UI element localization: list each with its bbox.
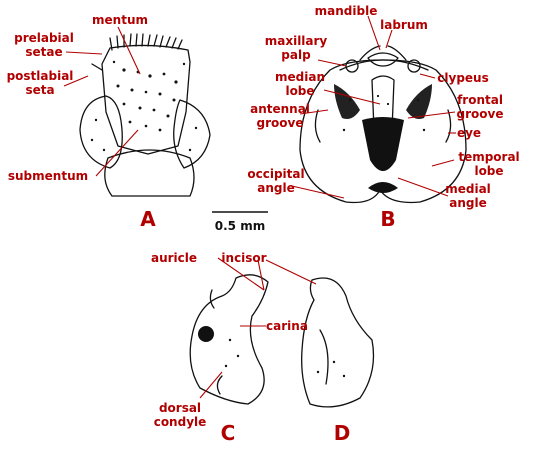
panel-letter-b: B [380,207,395,231]
label-medial-angle-line2: angle [449,196,486,210]
scale-bar-label: 0.5 mm [215,219,265,233]
label-prelabial-setae-line2: setae [25,45,62,59]
drawing-head-capsule [299,45,467,204]
label-labrum: labrum [380,18,428,32]
label-eye: eye [457,126,481,140]
label-incisor: incisor [221,251,266,265]
label-postlabial-seta-line2: seta [25,83,54,97]
label-maxillary-palp-line2: palp [281,48,311,62]
label-frontal-groove-line2: groove [457,107,504,121]
leader-lines [63,15,456,399]
panel-letter-a: A [140,207,156,231]
label-maxillary-palp-line1: maxillary [265,34,328,48]
label-occipital-angle-line2: angle [257,181,294,195]
label-auricle: auricle [151,251,197,265]
label-postlabial-seta-line1: postlabial [7,69,74,83]
label-median-lobe-line1: median [275,70,325,84]
label-dorsal-condyle-line2: condyle [154,415,207,429]
label-temporal-lobe-line2: lobe [474,164,503,178]
panel-letter-c: C [221,421,236,445]
label-carina: carina [266,319,308,333]
drawing-labium [79,33,211,197]
label-mandible: mandible [315,4,378,18]
label-mentum: mentum [92,13,148,27]
label-medial-angle-line1: medial [445,182,491,196]
label-median-lobe-line2: lobe [285,84,314,98]
panel-letter-d: D [334,421,351,445]
label-temporal-lobe-line1: temporal [458,150,519,164]
drawing-mandible-c [189,274,269,405]
label-antennal-groove-line2: groove [257,116,304,130]
label-clypeus: clypeus [437,71,488,85]
drawing-mandible-d [301,277,375,408]
label-frontal-groove-line1: frontal [457,93,503,107]
label-dorsal-condyle-line1: dorsal [159,401,201,415]
label-submentum: submentum [8,169,88,183]
label-occipital-angle-line1: occipital [247,167,304,181]
label-prelabial-setae-line1: prelabial [14,31,74,45]
label-antennal-groove-line1: antennal [250,102,310,116]
